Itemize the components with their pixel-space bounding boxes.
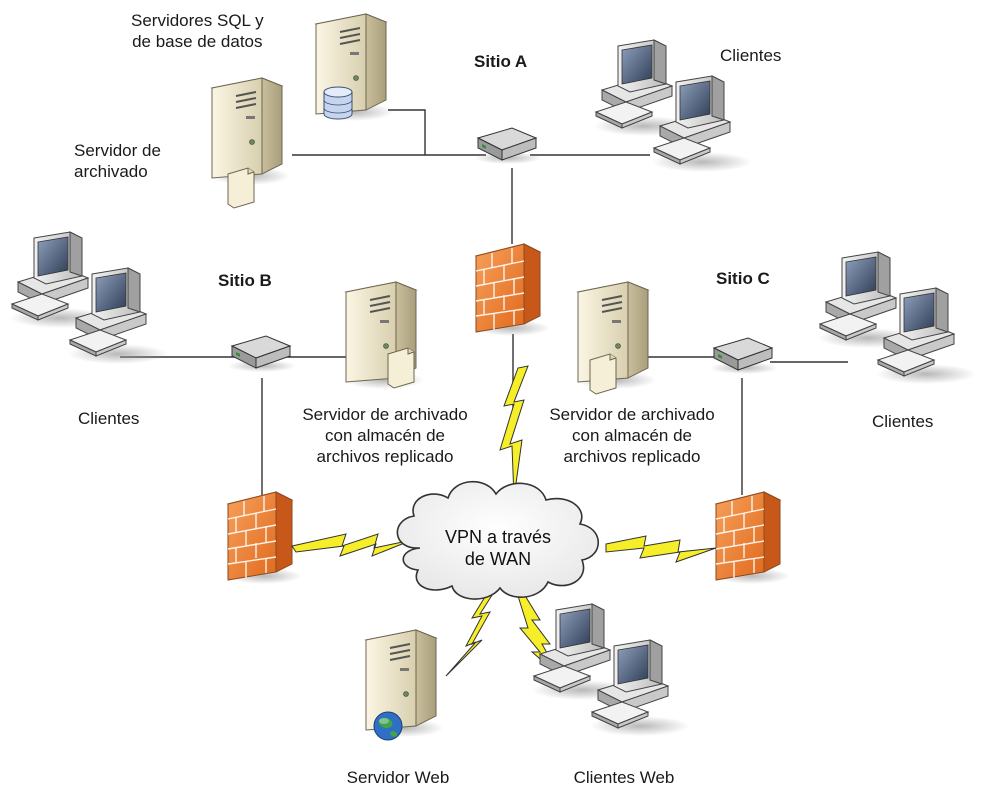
archive-server-c xyxy=(575,281,657,395)
sql-servers-label-line-1: Servidores SQL y xyxy=(131,11,264,30)
lightning-a-icon xyxy=(499,365,529,499)
archive-server-a-label-line-1: Servidor de xyxy=(74,141,161,160)
archive-server-c-label-line-3: archivos replicado xyxy=(563,447,701,466)
vpn-label-line-1: VPN a través xyxy=(444,527,552,547)
archive-server-c-label-line-2: con almacén de xyxy=(571,426,693,445)
site-c-label: Sitio C xyxy=(716,269,770,288)
wan-links xyxy=(291,365,717,677)
sql-servers-label: Servidores SQL y de base de datos xyxy=(131,10,264,52)
firewall-a xyxy=(473,243,551,337)
archive-server-b-label-line-1: Servidor de archivado xyxy=(302,405,468,424)
web-clients xyxy=(532,604,690,736)
archive-server-b-label: Servidor de archivado con almacén de arc… xyxy=(302,404,467,467)
archive-server-b xyxy=(343,281,425,390)
firewall-c xyxy=(713,491,791,585)
clients-b-label: Clientes xyxy=(78,409,140,428)
web-clients-label: Clientes Web xyxy=(573,768,675,787)
database-cylinder-icon xyxy=(323,86,353,120)
archive-server-b-label-line-3: archivos replicado xyxy=(316,447,454,466)
hub-b xyxy=(227,335,297,373)
clients-c xyxy=(818,252,976,384)
clients-a-label: Clientes xyxy=(720,46,782,65)
sql-servers-label-line-2: de base de datos xyxy=(132,32,263,51)
vpn-cloud xyxy=(396,480,599,600)
hub-a xyxy=(473,127,543,165)
sql-database-server xyxy=(313,13,395,122)
archive-server-c-label-line-1: Servidor de archivado xyxy=(549,405,715,424)
hub-c xyxy=(709,337,779,375)
web-server-label: Servidor Web xyxy=(346,768,450,787)
lightning-web-server-icon xyxy=(445,591,495,677)
archive-server-a-label: Servidor de archivado xyxy=(74,140,161,182)
archive-server-b-label-line-2: con almacén de xyxy=(324,426,446,445)
archive-server-c-label: Servidor de archivado con almacén de arc… xyxy=(549,404,714,467)
globe-icon xyxy=(373,711,403,741)
clients-b xyxy=(10,232,168,364)
clients-c-label: Clientes xyxy=(872,412,934,431)
site-b-label: Sitio B xyxy=(218,271,272,290)
lightning-b-icon xyxy=(291,533,413,557)
archive-server-a xyxy=(209,77,291,209)
site-a-label: Sitio A xyxy=(474,52,528,71)
archive-server-a-label-line-2: archivado xyxy=(74,162,148,181)
line-sql-to-hub-a xyxy=(388,109,426,155)
firewall-b xyxy=(225,491,303,585)
vpn-label-line-2: de WAN xyxy=(464,549,532,569)
lightning-c-icon xyxy=(605,535,717,563)
web-server xyxy=(363,629,445,741)
vpn-cloud-label: VPN a través de WAN xyxy=(445,526,551,570)
